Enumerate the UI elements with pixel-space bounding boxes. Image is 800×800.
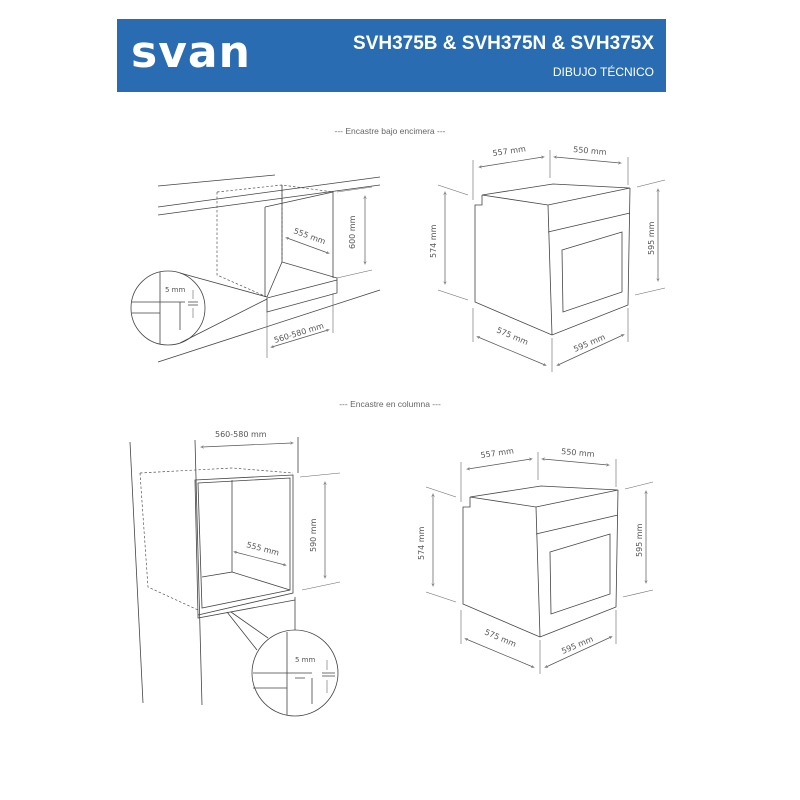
body-height-label: 574 mm: [417, 526, 426, 560]
niche-height-label: 600 mm: [348, 215, 357, 249]
body-width-label: 550 mm: [561, 447, 595, 459]
model-title: SVH375B & SVH375N & SVH375X: [353, 33, 654, 54]
under-counter-niche-drawing: 555 mm 600 mm 560-580 mm 5 mm: [130, 174, 381, 363]
body-width-label: 550 mm: [573, 145, 607, 157]
section-label-under-counter: --- Encastre bajo encimera ---: [334, 126, 446, 136]
total-depth-label: 575 mm: [483, 628, 517, 649]
gap-label: 5 mm: [165, 286, 185, 294]
body-height-label: 574 mm: [429, 224, 438, 258]
svan-logo: svan: [131, 27, 251, 78]
oven-drawing-top: 557 mm 550 mm 574 mm 595 mm 575 mm 595 m…: [429, 144, 666, 372]
front-height-label: 595 mm: [635, 523, 644, 557]
front-height-label: 595 mm: [647, 221, 656, 255]
niche-depth-label: 555 mm: [292, 226, 327, 246]
document-subtitle: DIBUJO TÉCNICO: [552, 65, 654, 79]
section-label-column: --- Encastre en columna ---: [339, 399, 441, 409]
oven-drawing-bottom: 557 mm 550 mm 574 mm 595 mm 575 mm 595 m…: [417, 446, 654, 674]
column-width-label: 560-580 mm: [215, 430, 267, 439]
gap-label: 5 mm: [295, 656, 315, 664]
magnifier-detail: 5 mm: [226, 611, 339, 717]
magnifier-detail: 5 mm: [130, 270, 268, 346]
total-depth-label: 575 mm: [495, 326, 529, 347]
body-depth-label: 557 mm: [480, 446, 515, 460]
column-depth-label: 555 mm: [245, 540, 280, 557]
header-banner: svan SVH375B & SVH375N & SVH375X DIBUJO …: [117, 19, 666, 92]
column-niche-drawing: 560-580 mm 590 mm 555 mm 5 mm: [129, 430, 341, 717]
body-depth-label: 557 mm: [492, 144, 527, 158]
column-height-label: 590 mm: [309, 518, 318, 552]
